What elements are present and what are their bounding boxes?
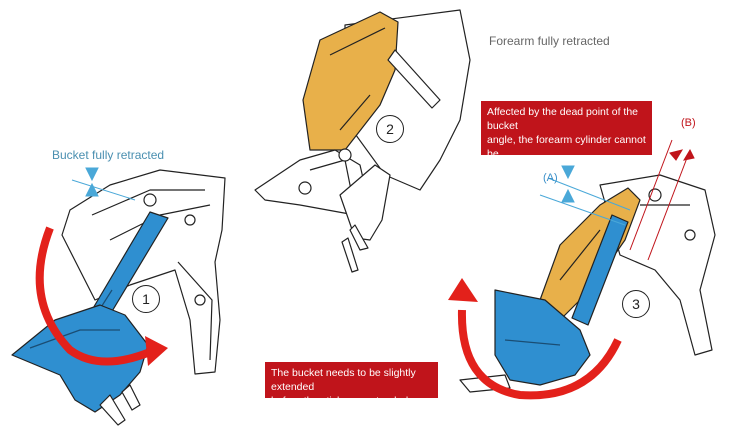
angle-indicator-1 [71, 167, 136, 201]
step-badge-2: 2 [376, 115, 404, 143]
label-a: (A) [543, 172, 558, 184]
dead-point-line-3: fully extended. [487, 162, 555, 174]
angle-indicator-b [629, 139, 695, 261]
extend-bucket-callout: The bucket needs to be slightly extended… [265, 362, 438, 421]
forearm-retracted-caption: Forearm fully retracted [489, 34, 610, 48]
bucket-retracted-caption: Bucket fully retracted [52, 148, 165, 162]
panel-2-arm [254, 9, 471, 273]
extend-bucket-line-2: before the stick can extended completely… [271, 395, 409, 421]
rotation-arrow-1 [35, 226, 168, 366]
panel-1-arm [11, 169, 226, 426]
dead-point-line-1: Affected by the dead point of the bucket [487, 106, 639, 132]
extend-bucket-line-1: The bucket needs to be slightly extended [271, 367, 416, 393]
dead-point-line-2: angle, the forearm cylinder cannot be [487, 134, 646, 160]
label-b: (B) [681, 117, 696, 129]
step-badge-3: 3 [622, 290, 650, 318]
panel-3-arm [459, 174, 716, 393]
angle-indicator-a [539, 165, 631, 226]
dead-point-callout: Affected by the dead point of the bucket… [481, 101, 652, 174]
rotation-arrow-3 [448, 278, 622, 400]
step-badge-1: 1 [132, 285, 160, 313]
